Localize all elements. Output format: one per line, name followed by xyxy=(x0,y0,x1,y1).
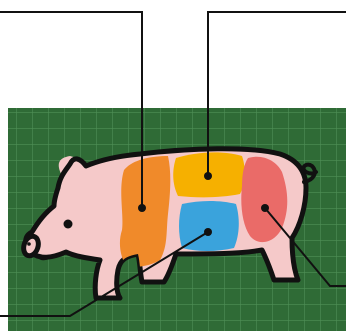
cut-shoulder xyxy=(119,156,171,267)
pig-nostril xyxy=(27,242,31,246)
pig-snout xyxy=(21,233,41,259)
pig-eye xyxy=(63,219,73,229)
loin-callout xyxy=(204,11,346,180)
belly-callout-dot xyxy=(204,228,212,236)
pig-tail xyxy=(301,162,318,184)
shoulder-callout-dot xyxy=(138,204,146,212)
loin-callout-dot xyxy=(204,172,212,180)
belly-callout xyxy=(0,228,212,317)
pig-mouth xyxy=(34,253,52,261)
ham-callout-dot xyxy=(261,204,269,212)
cut-belly xyxy=(179,201,239,251)
cut-ham xyxy=(241,156,288,243)
shoulder-callout xyxy=(0,11,146,212)
pig-silhouette-icon xyxy=(21,146,318,301)
ham-callout xyxy=(261,204,346,287)
